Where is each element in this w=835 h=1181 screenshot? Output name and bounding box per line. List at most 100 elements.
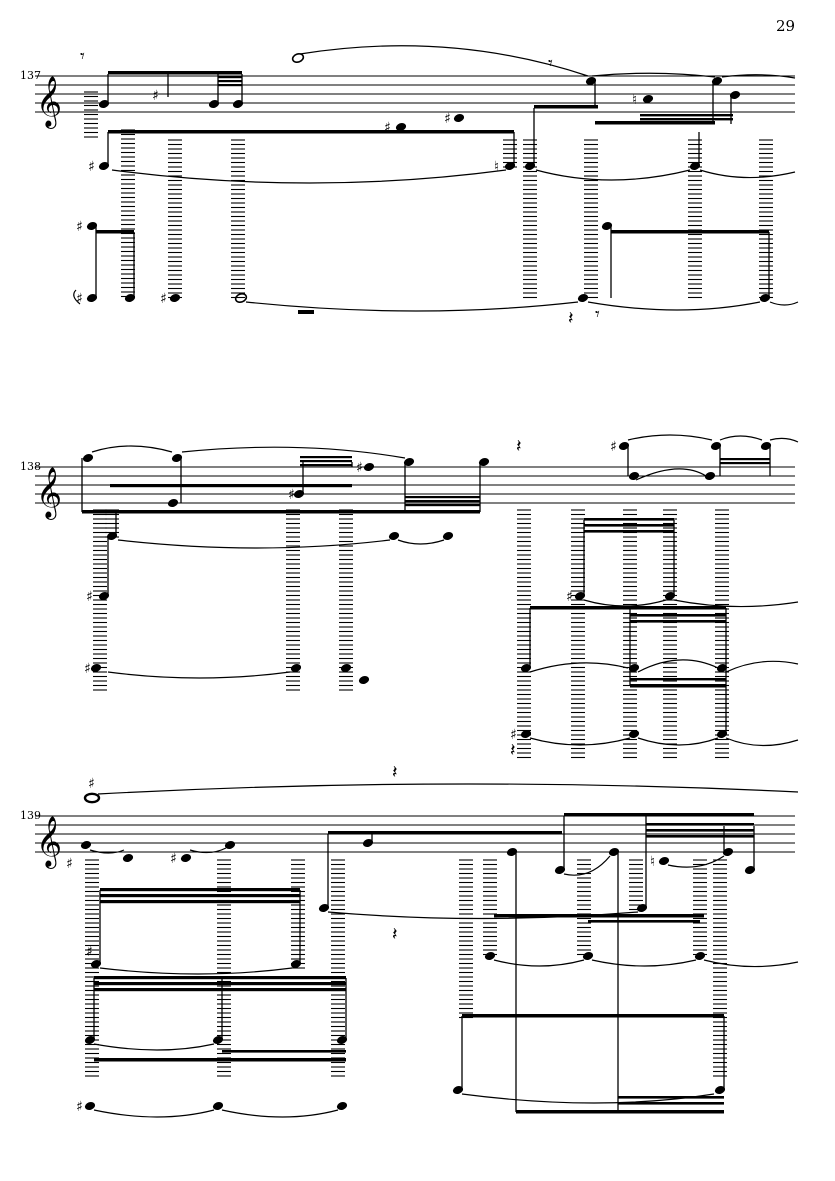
- notehead: [716, 730, 728, 738]
- notehead: [98, 162, 110, 170]
- system-139: 139 𝄞: [20, 762, 799, 1118]
- notehead: [704, 472, 716, 480]
- ledger-lines: [85, 859, 727, 1077]
- sharp-icon: ♯: [66, 856, 73, 872]
- sharp-icon: ♯: [160, 291, 167, 307]
- natural-icon: ♮: [650, 854, 655, 870]
- notehead: [759, 294, 771, 302]
- treble-clef-icon: 𝄞: [36, 76, 62, 129]
- sharp-icon: ♯: [510, 727, 517, 743]
- notehead: [628, 664, 640, 672]
- sharp-icon: ♯: [84, 661, 91, 677]
- notehead: [124, 294, 136, 302]
- quarter-rest-icon: 𝄽: [516, 436, 522, 457]
- notehead: [80, 841, 92, 849]
- notehead: [340, 664, 352, 672]
- notehead: [664, 592, 676, 600]
- notehead: [224, 841, 236, 849]
- notehead: [167, 499, 179, 507]
- notehead: [716, 664, 728, 672]
- notehead: [554, 866, 566, 874]
- notehead: [98, 592, 110, 600]
- notehead: [608, 848, 620, 856]
- measure-number-139: 139: [20, 809, 41, 822]
- notehead-half: [234, 292, 248, 304]
- notehead: [84, 1036, 96, 1044]
- notehead: [520, 664, 532, 672]
- sharp-icon: ♯: [152, 88, 159, 104]
- eighth-rest-icon: 𝄾: [548, 53, 553, 74]
- notehead: [90, 960, 102, 968]
- page-number: 29: [776, 17, 795, 35]
- measure-number-138: 138: [20, 460, 41, 473]
- notehead: [585, 77, 597, 85]
- staff-lines: [35, 75, 795, 113]
- notehead: [171, 454, 183, 462]
- notehead: [689, 162, 701, 170]
- notehead: [90, 664, 102, 672]
- notehead-half: [291, 52, 305, 64]
- notehead: [729, 91, 741, 99]
- notehead: [86, 222, 98, 230]
- sharp-icon: ♯: [288, 487, 295, 503]
- natural-icon: ♮: [494, 159, 499, 175]
- ledger-lines: [93, 509, 729, 759]
- notehead: [403, 458, 415, 466]
- sharp-icon: ♯: [76, 1099, 83, 1115]
- sharp-icon: ♯: [444, 111, 451, 127]
- system-138: 138 𝄞: [20, 434, 799, 761]
- notehead: [180, 854, 192, 862]
- quarter-rest-icon: 𝄽: [510, 740, 516, 761]
- notehead: [642, 95, 654, 103]
- notehead: [628, 730, 640, 738]
- notehead: [362, 839, 374, 847]
- notehead: [506, 848, 518, 856]
- notehead: [86, 294, 98, 302]
- notehead: [388, 532, 400, 540]
- notehead: [636, 904, 648, 912]
- notehead: [520, 730, 532, 738]
- notehead: [452, 1086, 464, 1094]
- quarter-rest-icon: 𝄽: [568, 308, 574, 329]
- notehead: [710, 442, 722, 450]
- notehead: [212, 1036, 224, 1044]
- notehead: [722, 848, 734, 856]
- notehead: [82, 454, 94, 462]
- measure-number-137: 137: [20, 69, 41, 82]
- notehead-whole: [83, 792, 101, 804]
- notehead: [453, 114, 465, 122]
- notehead: [582, 952, 594, 960]
- treble-clef-icon: 𝄞: [36, 816, 62, 869]
- notehead: [478, 458, 490, 466]
- notehead: [169, 294, 181, 302]
- system-137: 137 𝄞 ♯ ♯: [20, 45, 799, 329]
- notehead: [84, 1102, 96, 1110]
- notehead: [714, 1086, 726, 1094]
- notehead: [711, 77, 723, 85]
- notehead: [601, 222, 613, 230]
- sharp-icon: ♯: [384, 120, 391, 136]
- notehead: [744, 866, 756, 874]
- sharp-icon: ♯: [86, 589, 93, 605]
- sharp-icon: ♯: [76, 219, 83, 235]
- treble-clef-icon: 𝄞: [36, 467, 62, 520]
- notehead: [577, 294, 589, 302]
- notehead: [336, 1102, 348, 1110]
- natural-icon: ♮: [632, 92, 637, 108]
- notehead: [628, 472, 640, 480]
- sharp-icon: ♯: [566, 589, 573, 605]
- notehead: [618, 442, 630, 450]
- notehead: [106, 532, 118, 540]
- notehead: [212, 1102, 224, 1110]
- notehead: [358, 676, 370, 684]
- sharp-icon: ♯: [88, 776, 95, 792]
- eighth-rest-icon: 𝄾: [595, 304, 600, 325]
- sharp-icon: ♯: [610, 439, 617, 455]
- sharp-icon: ♯: [88, 159, 95, 175]
- half-rest-icon: [298, 310, 314, 314]
- notehead: [232, 100, 244, 108]
- ledger-lines: [84, 91, 773, 299]
- notehead: [760, 442, 772, 450]
- notehead: [336, 1036, 348, 1044]
